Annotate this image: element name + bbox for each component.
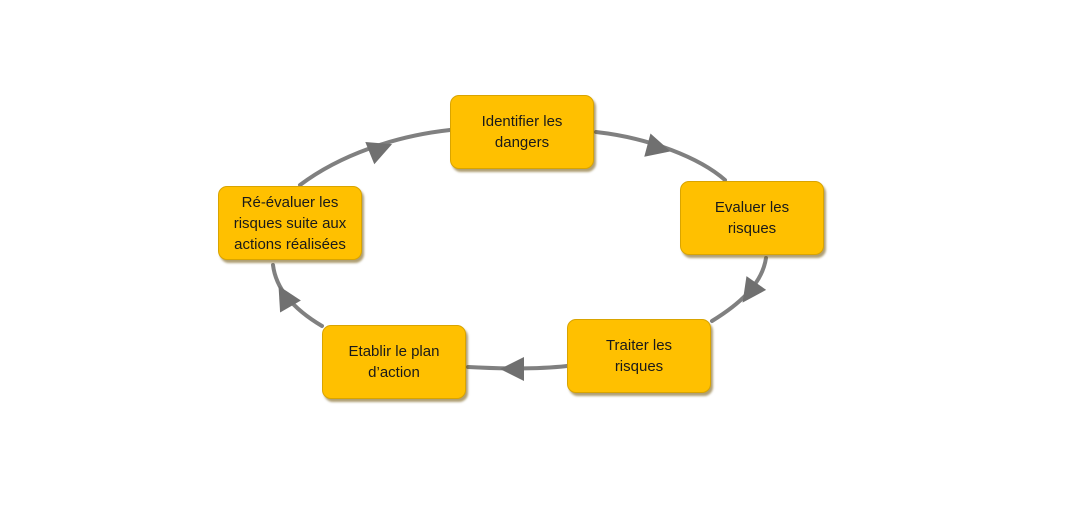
arrow-identify-to-evaluate-icon — [644, 133, 671, 157]
step-label: Evaluer les risques — [714, 199, 790, 237]
arrow-reassess-to-identify-icon — [365, 141, 393, 165]
step-treat-risks: Traiter les risques — [567, 319, 711, 393]
connector-identify-to-evaluate — [594, 130, 727, 182]
step-label: Identifier les dangers — [481, 113, 563, 151]
step-identify-hazards: Identifier les dangers — [450, 95, 594, 169]
step-label: Etablir le plan d’action — [348, 343, 440, 381]
step-label: Ré-évaluer les risques suite aux actions… — [233, 193, 347, 253]
step-evaluate-risks: Evaluer les risques — [680, 181, 824, 255]
arrow-plan-to-reassess-icon — [278, 285, 301, 313]
arrow-treat-to-plan-icon — [500, 357, 524, 381]
step-label: Traiter les risques — [605, 337, 673, 375]
step-reassess-risks: Ré-évaluer les risques suite aux actions… — [218, 186, 362, 260]
arrow-evaluate-to-treat-icon — [742, 276, 767, 303]
step-action-plan: Etablir le plan d’action — [322, 325, 466, 399]
